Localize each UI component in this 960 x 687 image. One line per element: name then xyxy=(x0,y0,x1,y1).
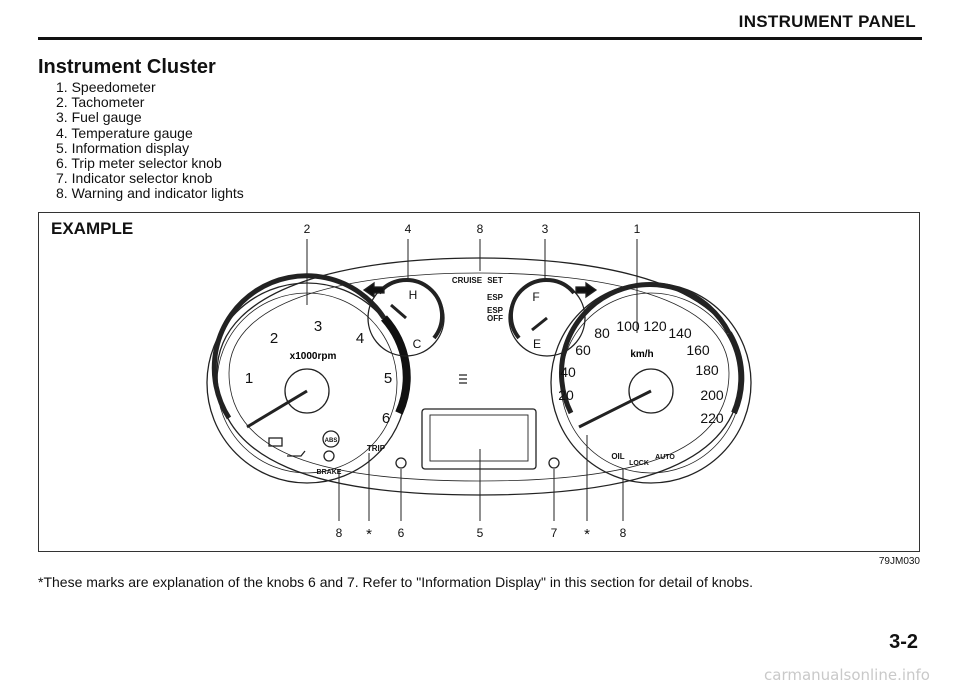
legend-item: 7. Indicator selector knob xyxy=(56,170,213,187)
tachometer-needle xyxy=(246,389,308,429)
tachometer-redzone xyxy=(380,315,411,415)
speed-numeral: 180 xyxy=(695,362,719,378)
temp-cold-label: C xyxy=(413,337,422,351)
legend-item: 6. Trip meter selector knob xyxy=(56,155,222,172)
speed-numeral: 40 xyxy=(560,364,576,380)
callout-top: 8 xyxy=(477,222,484,236)
speed-unit: km/h xyxy=(630,349,653,360)
speedometer-outer-ring xyxy=(550,282,752,484)
tach-unit: x1000rpm xyxy=(290,351,337,362)
tach-numeral: 4 xyxy=(356,330,364,347)
tachometer-outer-ring xyxy=(206,282,408,484)
esp-off-indicator: OFF xyxy=(487,314,503,323)
speedometer-scale-band xyxy=(558,281,732,415)
callout-top: 3 xyxy=(542,222,549,236)
legend-list: 1. Speedometer 2. Tachometer 3. Fuel gau… xyxy=(56,79,244,202)
legend-item: 3. Fuel gauge xyxy=(56,109,142,126)
figure-box: EXAMPLE xyxy=(38,212,920,552)
speed-numeral: 20 xyxy=(558,387,574,403)
oil-can-icon xyxy=(287,450,306,457)
tach-numeral: 1 xyxy=(245,370,253,387)
right-turn-arrow xyxy=(575,281,598,299)
temp-hot-label: H xyxy=(409,288,418,302)
legend-item: 1. Speedometer xyxy=(56,79,156,95)
esp-indicator: ESP xyxy=(487,293,504,302)
speed-numeral: 220 xyxy=(700,410,724,426)
set-indicator: SET xyxy=(487,276,503,285)
trip-indicator: TRIP xyxy=(367,444,386,453)
fuel-needle xyxy=(531,316,548,332)
tach-numeral: 2 xyxy=(270,330,278,347)
callout-top: 2 xyxy=(304,222,311,236)
tach-numeral: 5 xyxy=(384,370,392,387)
lights-icon xyxy=(459,374,467,384)
fuel-empty-label: E xyxy=(533,337,541,351)
information-display-bezel xyxy=(421,408,537,470)
page-number: 3-2 xyxy=(889,631,918,653)
legend-item: 8. Warning and indicator lights xyxy=(56,185,244,202)
tach-numeral: 3 xyxy=(314,318,322,335)
callout-top: 4 xyxy=(405,222,412,236)
speed-numeral: 60 xyxy=(575,342,591,358)
callout-bottom: 5 xyxy=(477,526,484,540)
abs-icon-ring xyxy=(322,430,340,448)
cruise-indicator: CRUISE xyxy=(452,276,483,285)
auto-indicator: AUTO xyxy=(655,454,675,461)
information-display-screen xyxy=(429,414,529,462)
callout-top: 1 xyxy=(634,222,641,236)
speed-numeral: 120 xyxy=(643,318,667,334)
callout-bottom: * xyxy=(366,526,372,543)
header-rule xyxy=(38,37,922,40)
footnote: *These marks are explanation of the knob… xyxy=(38,574,753,590)
battery-icon xyxy=(268,437,283,447)
callout-bottom: 6 xyxy=(398,526,405,540)
callout-bottom: 7 xyxy=(551,526,558,540)
speed-numeral: 80 xyxy=(594,325,610,341)
speed-numeral: 200 xyxy=(700,387,724,403)
speedometer-needle xyxy=(578,389,652,429)
fuel-full-label: F xyxy=(532,290,539,304)
speedometer-scale-band-right xyxy=(726,331,745,415)
section-title: Instrument Cluster xyxy=(38,56,216,78)
indicator-knob xyxy=(548,457,560,469)
lock-indicator: LOCK xyxy=(629,460,649,467)
fuel-gauge-scale xyxy=(508,278,576,340)
figure-code: 79JM030 xyxy=(878,556,920,567)
speedometer-hub xyxy=(628,368,674,414)
tachometer-hub xyxy=(284,368,330,414)
callout-bottom: 8 xyxy=(620,526,627,540)
tach-numeral: 6 xyxy=(382,410,390,427)
brake-indicator: BRAKE xyxy=(317,469,342,476)
instrument-cluster-illustration: 2 4 8 3 1 8 * 6 5 7 * 8 1 2 3 4 5 6 x100… xyxy=(206,222,752,543)
cluster-inner-housing xyxy=(228,272,730,482)
legend-item: 5. Information display xyxy=(56,139,190,156)
figure-label: EXAMPLE xyxy=(51,219,134,238)
callout-bottom: 8 xyxy=(336,526,343,540)
tachometer-scale-band xyxy=(211,273,387,420)
abs-indicator: ABS xyxy=(325,438,338,444)
trip-knob xyxy=(395,457,407,469)
speed-numeral: 160 xyxy=(686,342,710,358)
temperature-needle xyxy=(390,303,407,320)
callout-bottom: * xyxy=(584,526,590,543)
legend-item: 4. Temperature gauge xyxy=(56,124,193,141)
header-title: INSTRUMENT PANEL xyxy=(738,12,916,31)
brake-icon-ring xyxy=(323,450,335,462)
esp-off-indicator: ESP xyxy=(487,306,504,315)
left-turn-arrow xyxy=(362,281,385,299)
watermark: carmanualsonline.info xyxy=(764,666,930,684)
legend-item: 2. Tachometer xyxy=(56,94,145,111)
temperature-gauge-scale xyxy=(377,278,445,340)
speed-numeral: 140 xyxy=(668,325,692,341)
speed-numeral: 100 xyxy=(616,318,640,334)
oil-indicator: OIL xyxy=(611,452,624,461)
